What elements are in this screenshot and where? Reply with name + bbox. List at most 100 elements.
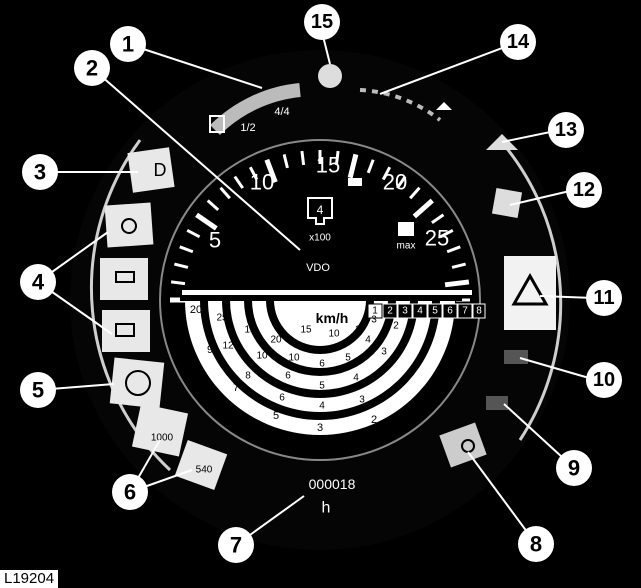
band3-v0: 15: [244, 325, 256, 336]
lamp-3: [127, 147, 174, 192]
svg-text:4: 4: [32, 270, 45, 295]
lamp-5: [110, 358, 165, 409]
gear-7: 7: [462, 306, 468, 317]
gear-8: 8: [476, 306, 482, 317]
rpm-tick: [445, 282, 469, 285]
svg-text:8: 8: [530, 532, 542, 557]
callout-8: 8: [518, 526, 554, 562]
band1-v2: 7: [233, 382, 239, 394]
svg-text:7: 7: [230, 533, 242, 558]
callout-11: 11: [586, 280, 622, 316]
rpm-label-15: 15: [316, 153, 340, 178]
band3-v3: 5: [319, 381, 325, 392]
max-pto-icon: [398, 222, 414, 236]
band2-v0: 25: [216, 313, 228, 324]
band2-v4: 4: [319, 401, 325, 412]
callout-6: 6: [112, 474, 148, 510]
rpm-label-10: 10: [250, 170, 274, 195]
fuel-full: 4/4: [274, 106, 289, 118]
callout-2: 2: [74, 50, 110, 86]
band3-v4: 4: [353, 373, 359, 384]
lamp-6b-text: 540: [196, 465, 213, 476]
gear-3: 3: [402, 306, 408, 317]
band1-v0: 20: [190, 304, 202, 316]
gear-4: 4: [417, 306, 423, 317]
band1-v3: 5: [273, 410, 279, 422]
svg-text:12: 12: [573, 179, 595, 201]
instrument-cluster-diagram: 5 10 15 20 25 4 x100 max VDO km/h 1 2 3 …: [0, 0, 641, 567]
band4-v6: 2: [355, 325, 361, 336]
engine-gear-digit: 4: [317, 203, 324, 217]
rpm-label-5: 5: [209, 228, 221, 253]
svg-text:9: 9: [568, 456, 580, 481]
callout-9: 9: [556, 450, 592, 486]
callout-13: 13: [548, 112, 584, 148]
svg-text:2: 2: [86, 56, 98, 81]
callout-15: 15: [304, 4, 340, 40]
callout-7: 7: [218, 527, 254, 563]
rpm-unit: x100: [309, 233, 331, 244]
lamp-4b: [100, 258, 148, 300]
callout-3: 3: [22, 154, 58, 190]
svg-text:14: 14: [507, 31, 530, 53]
svg-text:10: 10: [593, 369, 615, 391]
hour-unit: h: [322, 500, 331, 517]
svg-text:15: 15: [311, 11, 333, 33]
speed-unit-label: km/h: [316, 310, 349, 326]
fuel-half: 1/2: [240, 122, 255, 134]
band4-v5: 3: [371, 315, 377, 326]
lamp-6a-text: 1000: [151, 433, 174, 444]
lamp-9: [486, 396, 508, 410]
svg-text:5: 5: [32, 378, 44, 403]
rpm-label-20: 20: [383, 170, 407, 195]
hour-meter: 000018: [309, 476, 356, 492]
callout-14: 14: [500, 24, 536, 60]
svg-text:6: 6: [124, 480, 136, 505]
band5-v0: 15: [300, 325, 312, 336]
horizontal-needle: [182, 290, 472, 295]
band3-v6: 2: [393, 321, 399, 332]
svg-text:13: 13: [555, 119, 577, 141]
lamp-11: [504, 256, 556, 330]
rpm-tick: [171, 282, 185, 284]
callout-4: 4: [20, 264, 56, 300]
gear-6: 6: [447, 306, 453, 317]
rpm-label-25: 25: [425, 226, 449, 251]
figure-code: L19204: [0, 570, 58, 588]
band1-v4: 3: [317, 422, 323, 434]
band4-v2: 6: [319, 359, 325, 370]
pto-marker-icon: [348, 178, 362, 186]
band2-v5: 3: [359, 395, 365, 406]
callout-12: 12: [566, 172, 602, 208]
lamp-10: [504, 350, 528, 364]
band2-v2: 8: [245, 371, 251, 382]
gear-5: 5: [432, 306, 438, 317]
gear-2: 2: [387, 306, 393, 317]
gear-selector: 1 2 3 4 5 6 7 8: [368, 304, 485, 318]
max-label: max: [397, 241, 416, 252]
lamp-3-symbol: D: [154, 160, 167, 180]
svg-text:1: 1: [122, 32, 134, 57]
vdo-brand: VDO: [306, 262, 330, 274]
band3-v1: 10: [256, 351, 268, 362]
rpm-tick: [302, 151, 304, 165]
band1-v5: 2: [371, 414, 377, 426]
band2-v1: 12: [222, 341, 234, 352]
callout-10: 10: [586, 362, 622, 398]
band4-v0: 20: [270, 335, 282, 346]
band2-v3: 6: [279, 393, 285, 404]
band3-v5: 3: [381, 347, 387, 358]
warning-lamp-15: [318, 64, 342, 88]
band1-v1: 9: [207, 344, 213, 356]
svg-text:3: 3: [34, 160, 46, 185]
lamp-4a: [105, 202, 154, 247]
callout-1: 1: [110, 26, 146, 62]
svg-text:11: 11: [593, 287, 614, 309]
callout-5: 5: [20, 372, 56, 408]
band4-v1: 10: [288, 353, 300, 364]
band5-v1: 10: [328, 329, 340, 340]
band3-v2: 6: [285, 371, 291, 382]
band4-v3: 5: [345, 353, 351, 364]
band4-v4: 4: [365, 335, 371, 346]
